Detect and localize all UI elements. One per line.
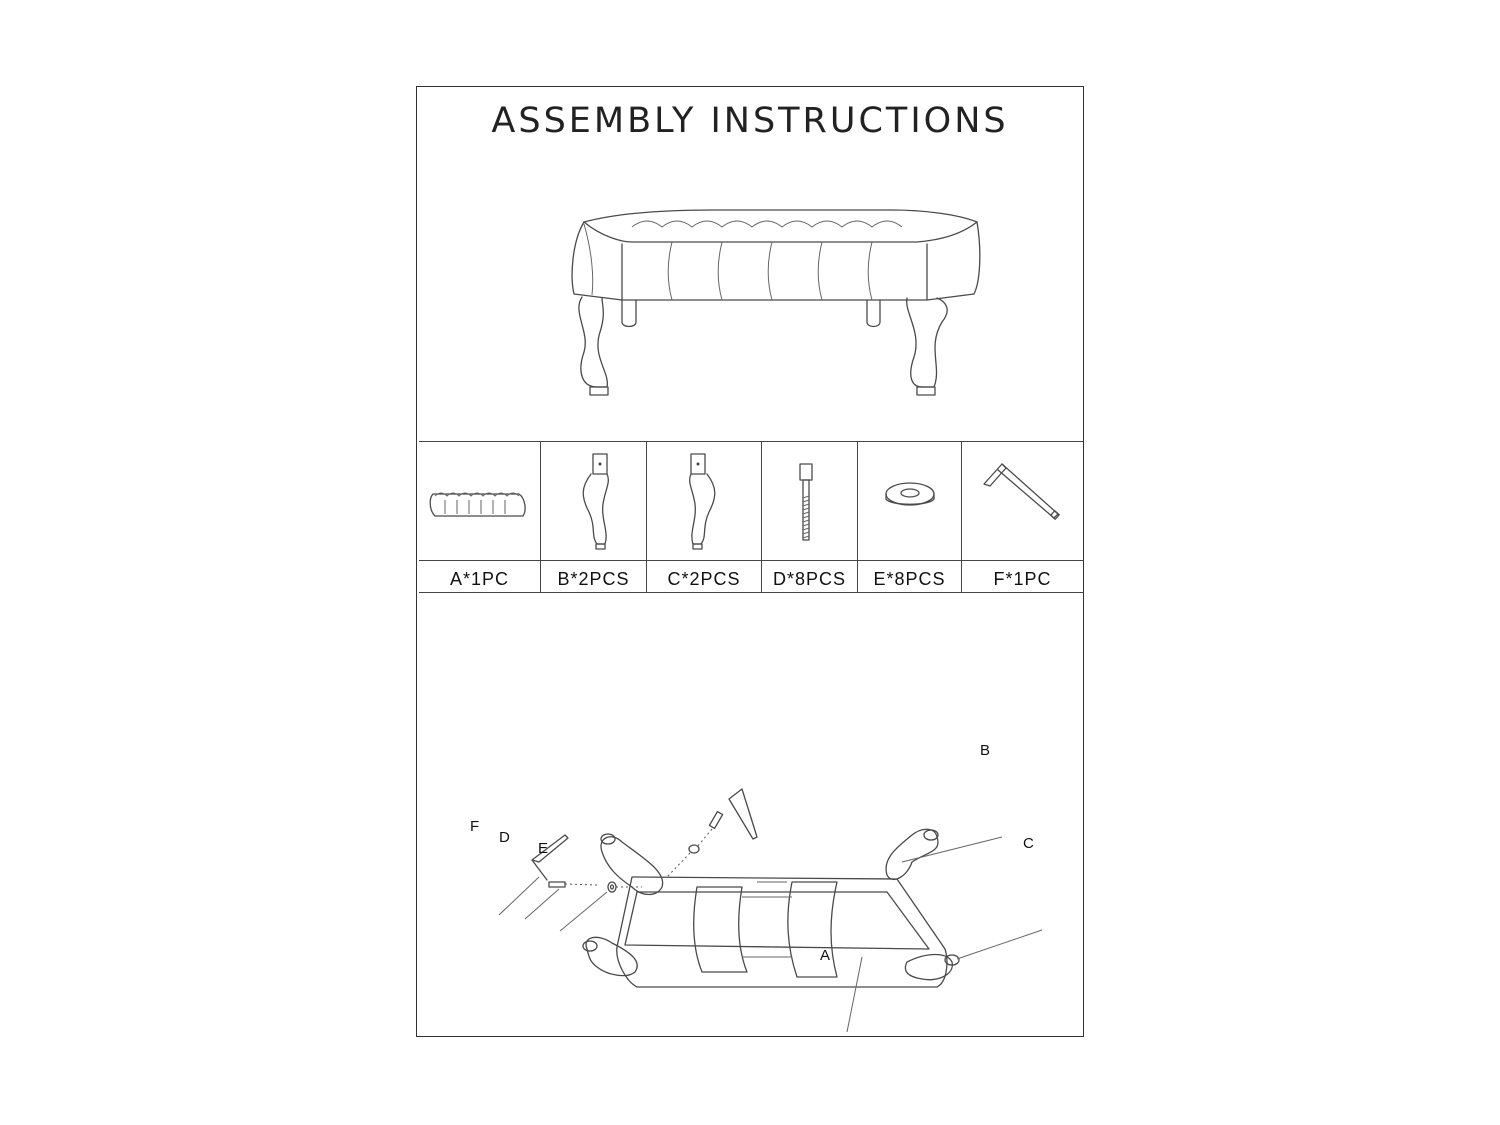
bench-seat-icon <box>429 492 526 517</box>
part-cell-f: F*1PC <box>962 442 1083 592</box>
part-cell-a: A*1PC <box>419 442 541 592</box>
part-label-f: F*1PC <box>993 569 1052 589</box>
exploded-assembly-diagram <box>498 788 1043 1033</box>
assembled-bench-illustration <box>571 209 981 396</box>
callout-d: D <box>499 829 510 846</box>
part-cell-c: C*2PCS <box>647 442 762 592</box>
cabriole-leg-icon <box>582 453 609 550</box>
callout-a: A <box>820 947 831 964</box>
callout-e: E <box>538 840 549 857</box>
callout-b: B <box>980 742 991 759</box>
part-label-a: A*1PC <box>449 569 510 589</box>
part-label-e: E*8PCS <box>873 569 946 589</box>
washer-icon <box>885 482 935 506</box>
part-label-b: B*2PCS <box>557 569 630 589</box>
part-label-d: D*8PCS <box>772 569 847 589</box>
page-title: ASSEMBLY INSTRUCTIONS <box>491 101 1009 141</box>
cabriole-leg-icon <box>689 453 716 550</box>
part-label-c: C*2PCS <box>667 569 741 589</box>
callout-c: C <box>1023 835 1034 852</box>
callout-f: F <box>470 818 480 835</box>
instruction-sheet: ASSEMBLY INSTRUCTIONS <box>416 86 1084 1037</box>
allen-key-icon <box>983 463 1060 520</box>
table-divider <box>419 560 1083 561</box>
part-cell-d: D*8PCS <box>762 442 858 592</box>
parts-table: A*1PC B*2PCS C*2PCS <box>419 441 1083 593</box>
part-cell-b: B*2PCS <box>541 442 647 592</box>
part-cell-e: E*8PCS <box>858 442 962 592</box>
bolt-icon <box>799 463 813 541</box>
